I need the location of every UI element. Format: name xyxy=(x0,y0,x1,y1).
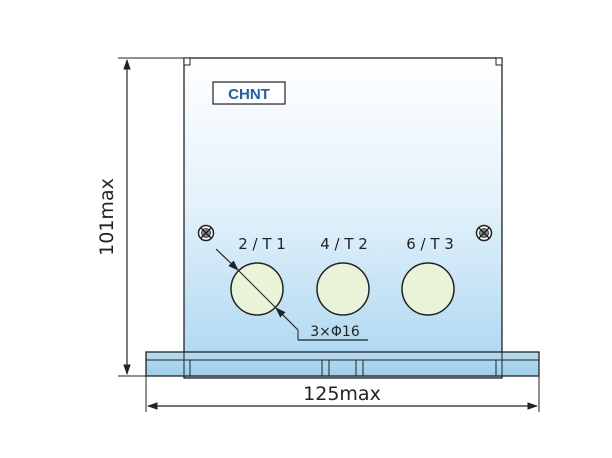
terminal-hole-3 xyxy=(401,262,455,316)
width-dimension-label: 125max xyxy=(303,383,381,405)
terminal-label-1: 2 / T 1 xyxy=(238,235,286,253)
corner-notch-left xyxy=(183,57,191,66)
terminal-hole-2 xyxy=(316,262,370,316)
base-flange xyxy=(145,351,540,377)
corner-notch-right xyxy=(495,57,503,66)
logo-text: CHNT xyxy=(228,86,270,103)
screw-icon xyxy=(197,224,215,242)
cover-panel xyxy=(183,57,503,379)
hole-callout-text: 3×Φ16 xyxy=(310,324,360,340)
screw-icon xyxy=(475,224,493,242)
height-dimension-label: 101max xyxy=(96,178,118,256)
brand-logo: CHNT xyxy=(212,81,286,105)
terminal-label-2: 4 / T 2 xyxy=(320,235,368,253)
height-dimension: 101max xyxy=(96,57,184,377)
terminal-label-3: 6 / T 3 xyxy=(406,235,454,253)
hole-diameter-callout: 3×Φ16 xyxy=(215,248,368,341)
width-dimension: 125max xyxy=(145,376,540,412)
